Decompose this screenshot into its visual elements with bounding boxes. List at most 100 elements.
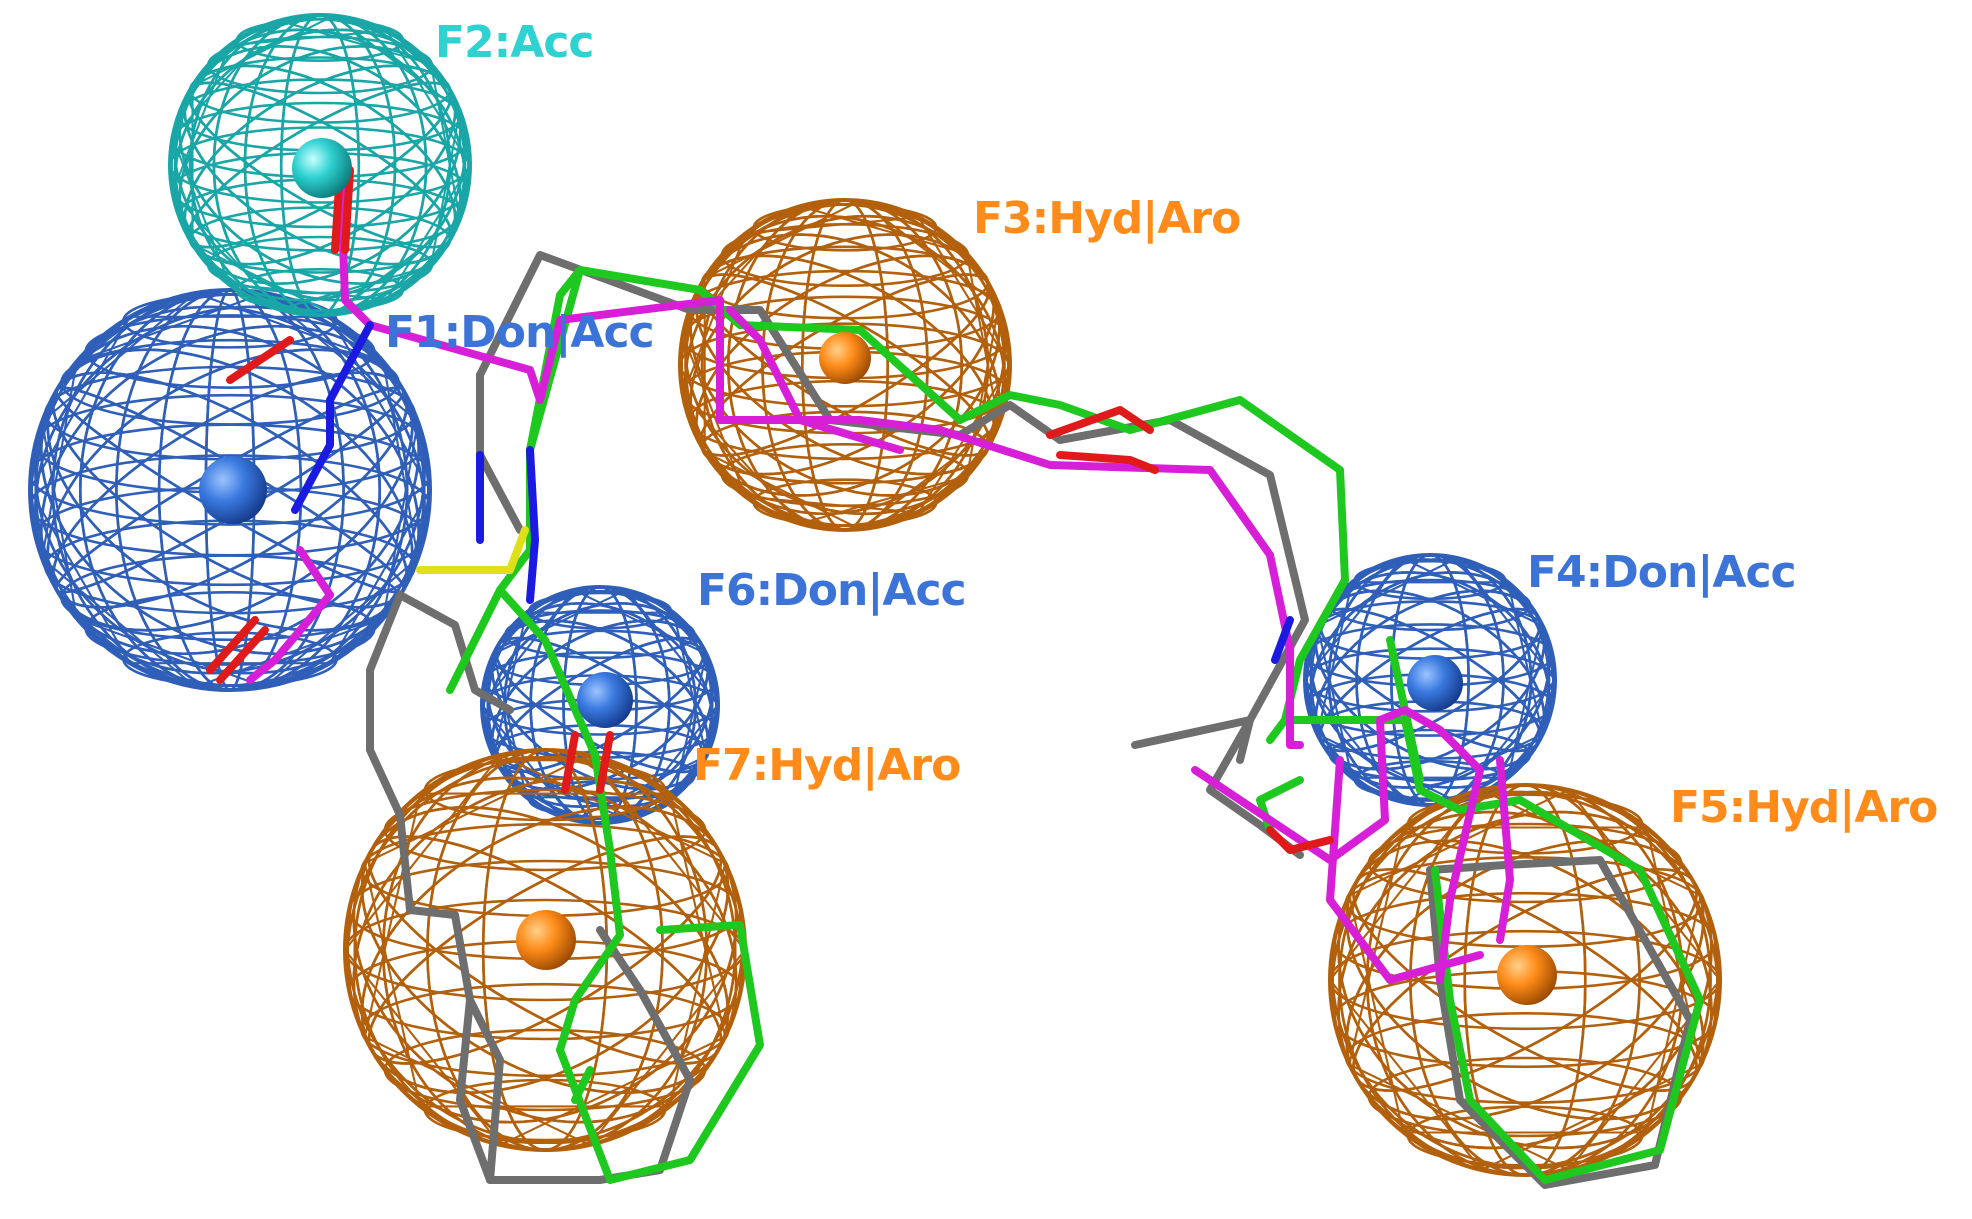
centroid-F7 (516, 910, 576, 970)
mesh-line (333, 14, 461, 112)
mesh-line (344, 754, 502, 951)
mesh-line (1353, 559, 1507, 601)
mesh-line (333, 218, 461, 316)
mesh-line (752, 203, 938, 252)
mesh-line (745, 495, 919, 514)
mesh-line (1345, 1011, 1706, 1104)
mesh-line (60, 554, 400, 642)
ligand-heteroatoms (206, 166, 1334, 854)
mesh-line (504, 609, 696, 660)
mesh-line (799, 205, 968, 255)
mesh-line (500, 1035, 726, 1146)
mesh-line (41, 557, 196, 688)
mesh-line (364, 1035, 590, 1146)
mesh-line (264, 292, 419, 423)
mesh-line (363, 862, 422, 1107)
mesh-line (41, 292, 196, 423)
ligand-grey (366, 251, 1694, 1189)
mesh-line (799, 475, 968, 525)
mesh-line (188, 206, 452, 274)
mesh-line (682, 394, 801, 525)
mesh-line (41, 361, 78, 559)
mesh-line (29, 489, 131, 664)
mesh-line (44, 519, 416, 615)
label-F4: F4:Don|Acc (1527, 547, 1796, 598)
mesh-line (122, 631, 338, 688)
mesh-line (1338, 783, 1712, 1177)
mesh-line (1309, 553, 1551, 807)
mesh-line (346, 756, 744, 1144)
centroid-F1 (199, 456, 267, 524)
mesh-line (672, 653, 708, 798)
mesh-line (278, 19, 432, 65)
mesh-line (383, 1028, 707, 1112)
mesh-line (482, 590, 718, 820)
mesh-line (1304, 557, 1404, 681)
mesh-line (1506, 625, 1544, 778)
mesh-line (423, 758, 667, 822)
label-F1: F1:Don|Acc (385, 307, 654, 358)
mesh-line (1456, 557, 1556, 681)
centroid-F3 (819, 332, 871, 384)
mesh-line (700, 245, 990, 320)
mesh-line (264, 557, 419, 688)
mesh-line (1645, 895, 1702, 1133)
mesh-line (386, 164, 471, 300)
mesh-line (363, 793, 422, 1038)
sphere-F1 (28, 288, 432, 692)
mesh-line (1316, 733, 1459, 803)
mesh-line (122, 292, 338, 349)
mesh-line (859, 199, 1000, 307)
sphere-F5 (1328, 783, 1722, 1177)
mesh-line (429, 63, 461, 220)
mesh-line (171, 19, 280, 139)
mesh-line (1305, 558, 1555, 802)
mesh-line (229, 283, 387, 301)
mesh-line (235, 267, 405, 312)
mesh-line (1329, 789, 1483, 981)
mesh-line (917, 216, 1011, 366)
mesh-line (752, 478, 938, 527)
mesh-line (1401, 557, 1544, 627)
mesh-line (1367, 822, 1683, 904)
mesh-line (625, 589, 719, 706)
mesh-line (235, 17, 405, 63)
label-F6: F6:Don|Acc (697, 565, 966, 616)
label-F3: F3:Hyd|Aro (973, 193, 1240, 244)
mesh-line (229, 29, 387, 47)
mesh-line (429, 110, 461, 267)
mesh-line (1316, 557, 1459, 627)
mesh-line (188, 56, 452, 124)
mesh-line (192, 243, 335, 316)
mesh-line (278, 265, 432, 311)
centroid-F6 (577, 672, 633, 728)
mesh-line (745, 216, 919, 235)
mesh-line (84, 314, 376, 389)
mesh-line (1348, 827, 1405, 1065)
mesh-line (29, 316, 131, 491)
mesh-line (171, 191, 280, 311)
ligand-green (446, 266, 1704, 1184)
mesh-line (481, 704, 575, 821)
ligand-overlay (206, 151, 1704, 1189)
mesh-line (171, 137, 231, 286)
centroid-F5 (1497, 945, 1557, 1005)
mesh-line (1367, 1056, 1683, 1138)
mesh-line (76, 617, 266, 688)
mesh-line (481, 589, 575, 706)
mesh-line (1316, 582, 1354, 735)
label-F5: F5:Hyd|Aro (1670, 782, 1937, 833)
centroid-F4 (1407, 655, 1463, 711)
mesh-line (493, 589, 627, 655)
mesh-line (625, 704, 719, 821)
mesh-line (383, 788, 707, 872)
mesh-line (329, 489, 431, 664)
mesh-line (1328, 728, 1532, 782)
label-F2: F2:Acc (435, 17, 593, 68)
mesh-line (588, 754, 746, 951)
mesh-line (1329, 979, 1483, 1171)
feature-labels: F2:Acc F1:Don|Acc F3:Hyd|Aro F6:Don|Acc … (385, 17, 1938, 833)
mesh-line (1348, 1063, 1569, 1172)
